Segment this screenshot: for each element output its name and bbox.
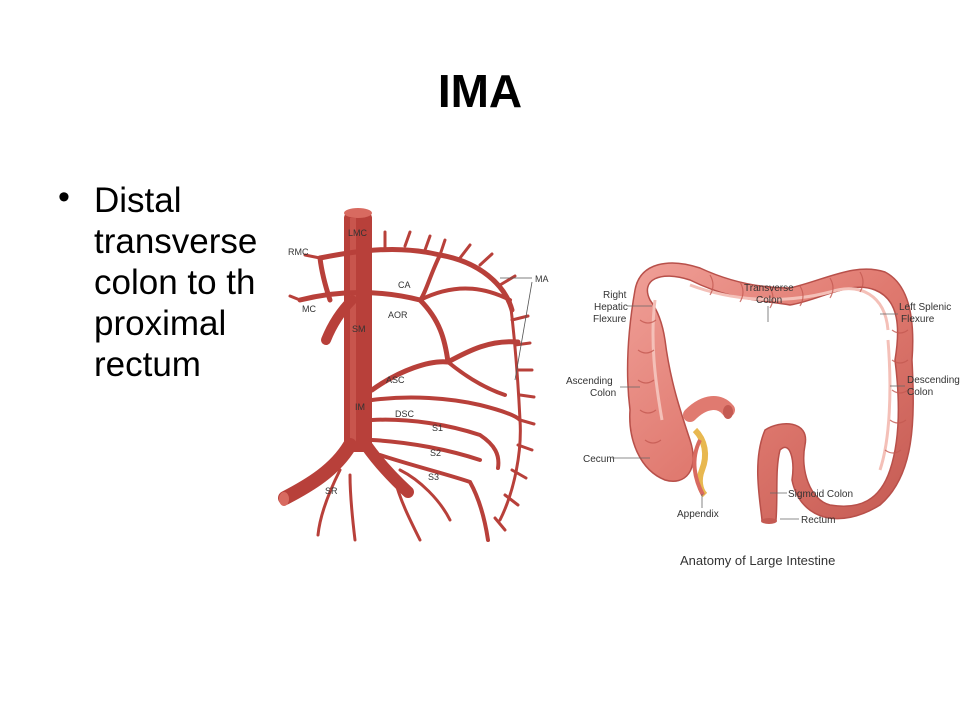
artery-labels: LMC RMC MC CA MA SM AOR ASC IM DSC S1 S2…	[288, 228, 549, 496]
label-s2: S2	[430, 448, 441, 458]
label-sm: SM	[352, 324, 366, 334]
label-ascending-2: Colon	[590, 388, 616, 399]
aorta-trunk	[278, 208, 414, 506]
colon-shape	[626, 262, 914, 521]
label-s1: S1	[432, 423, 443, 433]
artery-diagram: LMC RMC MC CA MA SM AOR ASC IM DSC S1 S2…	[278, 208, 549, 542]
ma-leader-lines	[500, 277, 533, 381]
label-mc: MC	[302, 304, 316, 314]
large-intestine-illustration	[626, 262, 914, 524]
label-ca: CA	[398, 280, 411, 290]
label-left-splenic-2: Flexure	[901, 314, 935, 325]
bullet-line: colon to th	[94, 263, 256, 302]
bullet-line: Distal	[94, 181, 182, 220]
bullet-line: proximal	[94, 304, 227, 343]
slide-title: IMA	[437, 65, 523, 117]
label-sigmoid: Sigmoid Colon	[788, 489, 853, 500]
label-descending-2: Colon	[907, 387, 933, 398]
label-appendix: Appendix	[677, 509, 719, 520]
label-im: IM	[355, 402, 365, 412]
caption: Anatomy of Large Intestine	[680, 553, 835, 568]
label-transverse: Transverse	[744, 283, 794, 294]
label-lmc: LMC	[348, 228, 368, 238]
bullet-line: transverse	[94, 222, 258, 261]
label-rmc: RMC	[288, 247, 309, 257]
label-sr: SR	[325, 486, 338, 496]
colon-leader-lines	[612, 305, 905, 520]
label-right-hepatic: Right	[603, 290, 627, 301]
bullet-text: Distal transverse colon to th proximal r…	[94, 180, 278, 385]
label-ma: MA	[535, 274, 549, 284]
label-descending: Descending	[907, 375, 960, 386]
label-right-hepatic-2: Hepatic	[594, 302, 628, 313]
arterial-arcades	[288, 228, 536, 542]
label-left-splenic: Left Splenic	[899, 302, 951, 313]
colon-labels: Right Hepatic Flexure Transverse Colon L…	[566, 283, 960, 568]
bullet-dot: •	[58, 178, 70, 216]
label-ascending: Ascending	[566, 376, 613, 387]
label-transverse-2: Colon	[756, 295, 782, 306]
label-dsc: DSC	[395, 409, 415, 419]
label-aor: AOR	[388, 310, 408, 320]
label-right-hepatic-3: Flexure	[593, 314, 627, 325]
label-s3: S3	[428, 472, 439, 482]
bullet-line: rectum	[94, 345, 201, 384]
label-cecum: Cecum	[583, 454, 615, 465]
label-asc: ASC	[386, 375, 405, 385]
label-rectum: Rectum	[801, 515, 835, 526]
